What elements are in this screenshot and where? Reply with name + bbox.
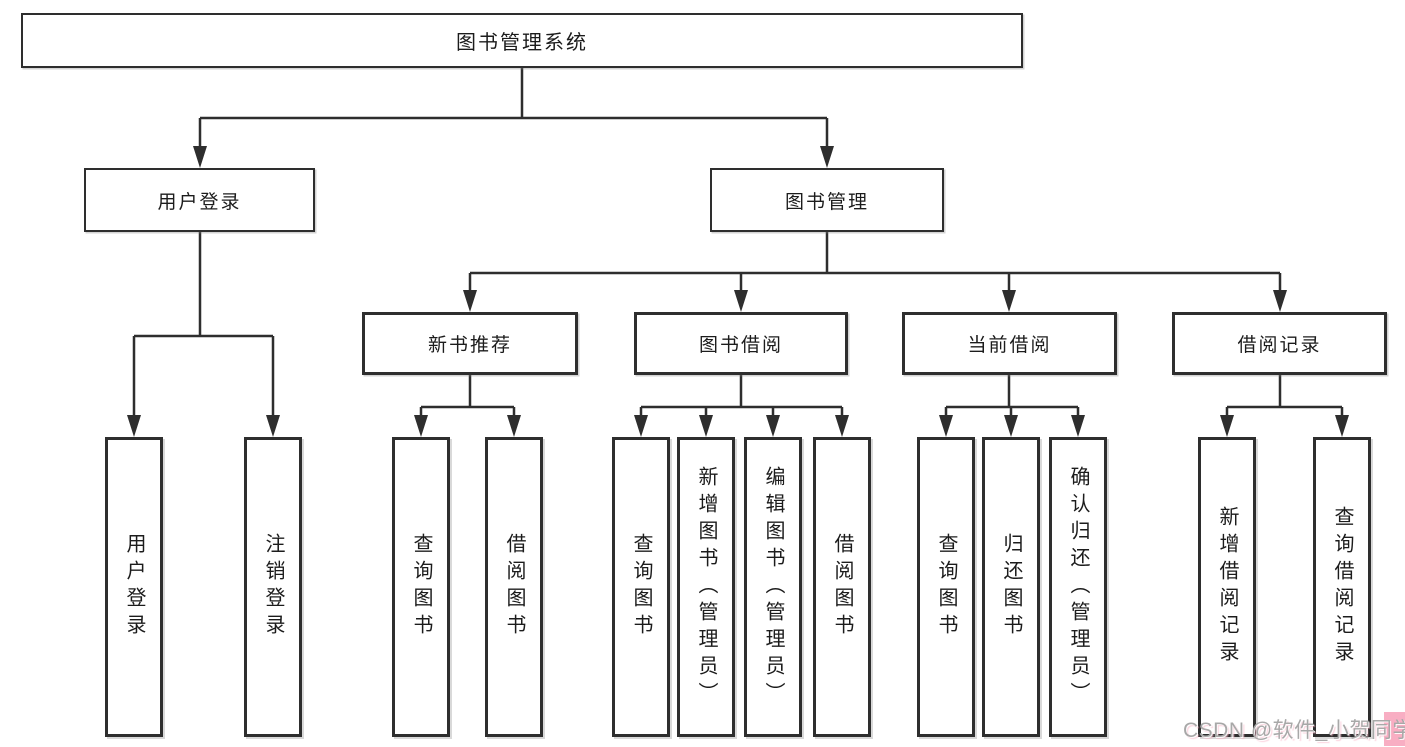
csdn-watermark: CSDN @软件_小贺同学 — [1183, 719, 1405, 742]
leaf-label: 归还图书 — [1000, 533, 1022, 641]
node-leaf-query-books-a: 查询图书 — [392, 437, 450, 737]
node-book-borrowing: 图书借阅 — [634, 312, 848, 375]
branch-user-login-arrows — [127, 415, 280, 437]
branch-current-borrowing — [944, 375, 1080, 417]
branch-new-book-recommend — [419, 375, 516, 417]
branch-current-borrowing-arrows — [939, 415, 1085, 437]
branch-new-book-recommend-arrows — [414, 415, 521, 437]
node-borrowing-records: 借阅记录 — [1172, 312, 1387, 375]
node-leaf-borrow-books-a: 借阅图书 — [485, 437, 543, 737]
node-borrowing-records-label: 借阅记录 — [1237, 335, 1322, 356]
branch-root-arrows — [193, 146, 834, 168]
leaf-label: 借阅图书 — [503, 533, 525, 641]
leaf-label: 查询图书 — [935, 533, 957, 641]
node-book-management: 图书管理 — [710, 168, 944, 232]
leaf-label: 查询图书 — [410, 533, 432, 641]
branch-root — [198, 68, 829, 148]
node-root-label: 图书管理系统 — [456, 32, 588, 54]
node-leaf-query-borrow-record: 查询借阅记录 — [1313, 437, 1371, 737]
node-book-borrowing-label: 图书借阅 — [698, 335, 783, 356]
watermark-accent-block — [1384, 712, 1405, 746]
branch-book-borrowing — [639, 375, 844, 417]
node-leaf-add-borrow-record: 新增借阅记录 — [1198, 437, 1256, 737]
branch-book-management-arrows — [463, 290, 1287, 312]
leaf-label: 新增图书（管理员） — [695, 465, 717, 709]
branch-book-borrowing-arrows — [634, 415, 849, 437]
node-leaf-edit-books-admin: 编辑图书（管理员） — [744, 437, 802, 737]
node-leaf-confirm-return-admin: 确认归还（管理员） — [1049, 437, 1107, 737]
node-leaf-add-books-admin: 新增图书（管理员） — [677, 437, 735, 737]
node-current-borrowing-label: 当前借阅 — [967, 335, 1052, 356]
node-new-book-recommend-label: 新书推荐 — [427, 335, 512, 356]
leaf-label: 新增借阅记录 — [1216, 506, 1238, 668]
leaf-label: 编辑图书（管理员） — [762, 465, 784, 709]
node-leaf-logout: 注销登录 — [244, 437, 302, 737]
node-leaf-query-books-c: 查询图书 — [917, 437, 975, 737]
node-current-borrowing: 当前借阅 — [902, 312, 1117, 375]
node-user-login: 用户登录 — [84, 168, 315, 232]
leaf-label: 查询借阅记录 — [1331, 506, 1353, 668]
node-leaf-user-login: 用户登录 — [105, 437, 163, 737]
branch-borrowing-records — [1225, 375, 1344, 417]
branch-user-login — [132, 232, 275, 417]
branch-borrowing-records-arrows — [1220, 415, 1349, 437]
leaf-label: 查询图书 — [630, 533, 652, 641]
node-new-book-recommend: 新书推荐 — [362, 312, 578, 375]
node-user-login-label: 用户登录 — [157, 191, 242, 213]
node-leaf-return-books: 归还图书 — [982, 437, 1040, 737]
branch-book-management — [468, 232, 1282, 292]
leaf-label: 借阅图书 — [831, 533, 853, 641]
node-leaf-borrow-books-b: 借阅图书 — [813, 437, 871, 737]
node-leaf-query-books-b: 查询图书 — [612, 437, 670, 737]
leaf-label: 确认归还（管理员） — [1067, 465, 1089, 709]
leaf-label: 用户登录 — [123, 533, 145, 641]
node-root-system: 图书管理系统 — [21, 13, 1023, 68]
node-book-management-label: 图书管理 — [784, 191, 869, 213]
leaf-label: 注销登录 — [262, 533, 284, 641]
